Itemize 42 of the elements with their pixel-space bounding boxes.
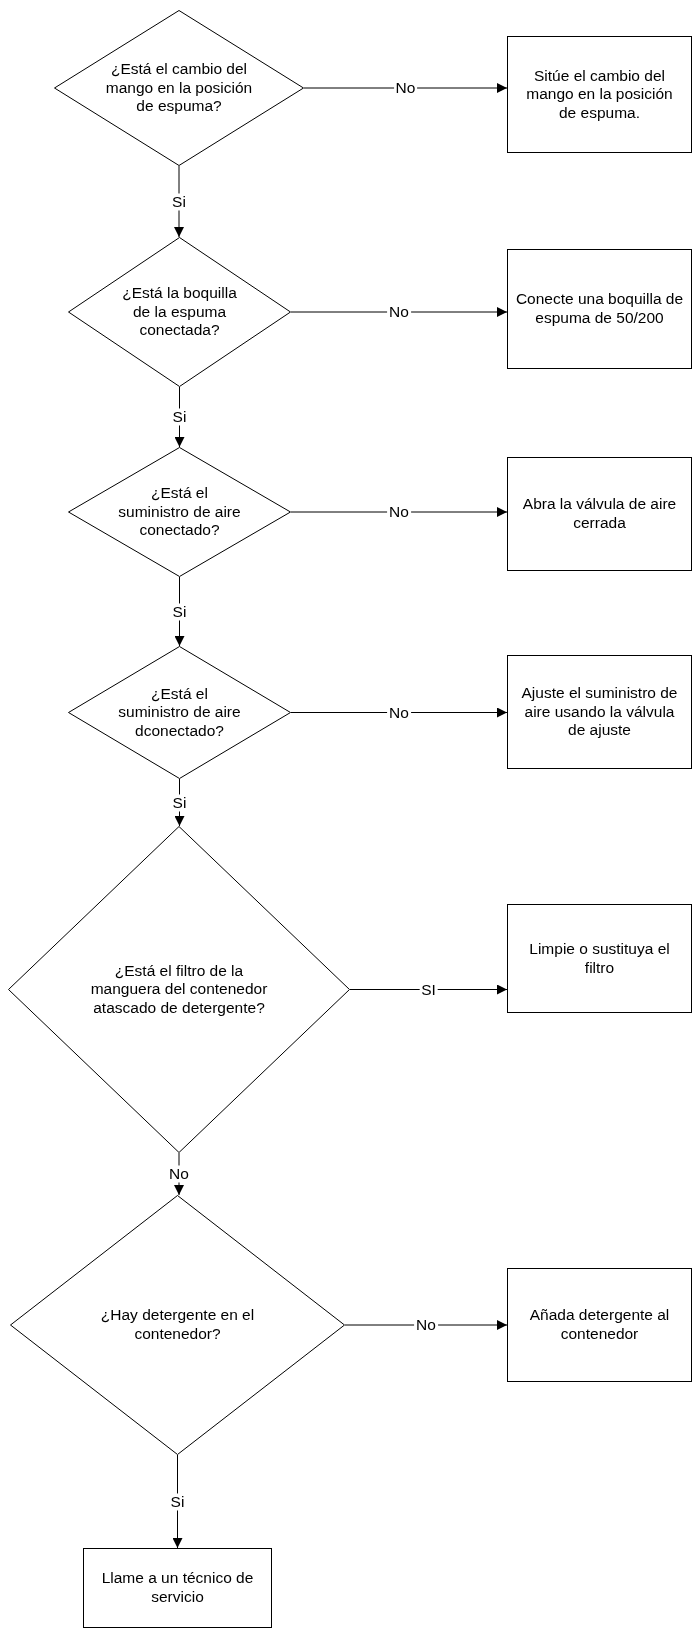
question-text: ¿Hay detergente en el contenedor? bbox=[99, 1306, 256, 1344]
process-box bbox=[507, 655, 692, 769]
action-text: Conecte una boquilla de espuma de 50/200 bbox=[514, 290, 685, 328]
decision-diamond bbox=[68, 646, 291, 779]
arrow bbox=[303, 83, 508, 93]
arrow bbox=[174, 165, 184, 238]
edge-label: Si bbox=[170, 603, 189, 620]
action-text: Sitúe el cambio del mango en la posición de espuma. bbox=[525, 66, 674, 123]
decision-diamond bbox=[54, 10, 304, 166]
arrow bbox=[290, 707, 508, 718]
question-text: ¿Está el suministro de aire dconectado? bbox=[117, 684, 242, 741]
process-box bbox=[507, 36, 692, 153]
edge-label: Si bbox=[170, 193, 188, 210]
process-box bbox=[83, 1548, 272, 1628]
arrow bbox=[344, 1320, 508, 1330]
question-text: ¿Está el filtro de la manguera del contenedor atascado de detergente? bbox=[89, 961, 269, 1018]
process-box bbox=[507, 457, 692, 571]
arrow bbox=[349, 984, 508, 995]
edge-label: No bbox=[167, 1165, 191, 1183]
process-box bbox=[507, 904, 692, 1013]
question-text: ¿Está el suministro de aire conectado? bbox=[117, 484, 242, 540]
action-text: Limpie o sustituya el filtro bbox=[528, 939, 671, 978]
process-box bbox=[507, 249, 692, 369]
arrow bbox=[290, 507, 508, 517]
decision-diamond bbox=[10, 1195, 345, 1455]
arrow bbox=[290, 307, 508, 317]
edge-label: Si bbox=[168, 1493, 187, 1510]
arrow bbox=[172, 1454, 183, 1549]
action-text: Llame a un técnico de servicio bbox=[100, 1569, 255, 1607]
action-text: Abra la válvula de aire cerrada bbox=[521, 495, 678, 533]
edge-label: Si bbox=[170, 408, 189, 426]
question-text: ¿Está el cambio del mango en la posición de espuma? bbox=[104, 60, 254, 116]
arrow bbox=[174, 1152, 184, 1196]
arrow bbox=[174, 386, 185, 448]
decision-diamond bbox=[68, 237, 291, 387]
edge-label: Si bbox=[170, 794, 189, 811]
decision-diamond bbox=[8, 826, 350, 1153]
decision-diamond bbox=[68, 447, 291, 577]
action-text: Añada detergente al contenedor bbox=[528, 1306, 671, 1344]
process-box bbox=[507, 1268, 692, 1382]
action-text: Ajuste el suministro de aire usando la válvula de ajuste bbox=[520, 684, 679, 740]
question-text: ¿Está la boquilla de la espuma conectada? bbox=[121, 284, 238, 340]
